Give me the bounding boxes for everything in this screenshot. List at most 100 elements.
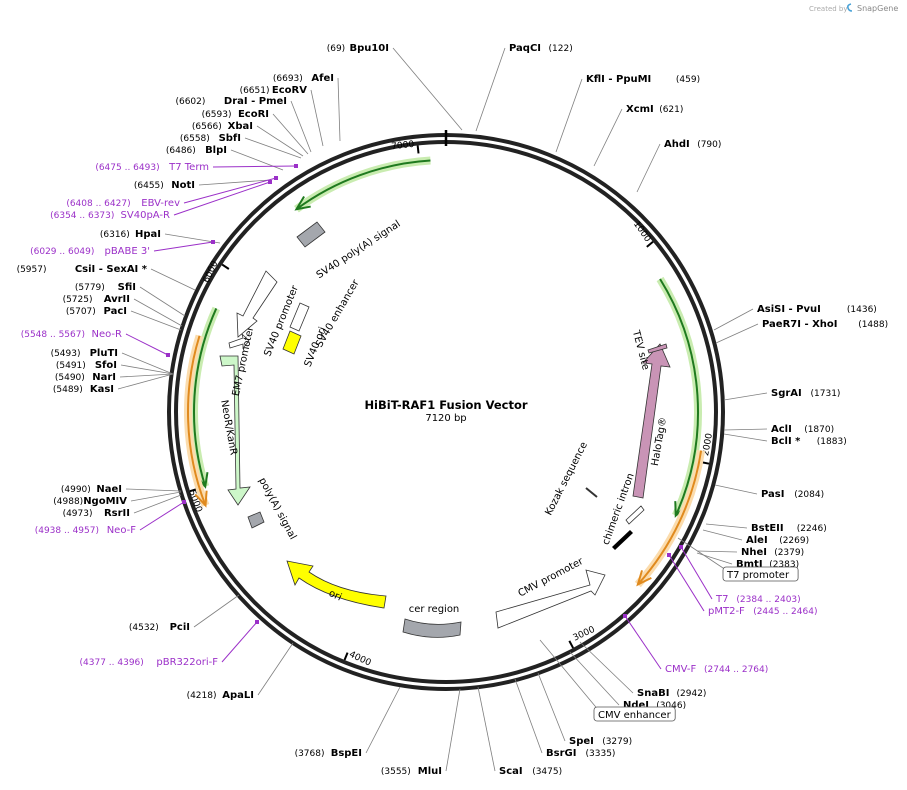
site-pos-paci: (5707) [66, 307, 96, 317]
site-pos-pasi: (2084) [794, 490, 824, 500]
primer-mark-cmv-f [623, 614, 627, 618]
site-pos-naei: (4990) [61, 485, 91, 495]
polya-signal-label: poly(A) signal [256, 476, 298, 542]
leader-line-kasi [117, 373, 174, 390]
leader-line-acli [723, 428, 768, 431]
primer-leader-neo-r [125, 333, 169, 356]
leader-line-kfli-ppumi [555, 78, 583, 153]
leader-line-ecori [272, 113, 309, 155]
cer-region-label: cer region [409, 604, 460, 615]
site-name-avrii: AvrII [104, 294, 130, 305]
site-name-drai-pmei: DraI - PmeI [224, 96, 287, 107]
leader-line-alei [702, 529, 743, 541]
chimeric-intron-mark [625, 505, 645, 525]
site-pos-nhei: (2379) [774, 548, 804, 558]
site-pos-csii-sexai: (5957) [17, 265, 47, 275]
site-name-alei: AleI [746, 535, 768, 546]
site-pos-ahdi: (790) [697, 140, 721, 150]
primer-name-neo-f: Neo-F [107, 525, 137, 536]
tev-site-mark [647, 343, 668, 354]
site-name-sfoi: SfoI [95, 360, 117, 371]
tick-mark [416, 145, 420, 154]
sv40-ori-bar [282, 330, 302, 355]
sv40-polya-label: SV40 poly(A) signal [315, 219, 403, 281]
site-name-mlui: MluI [418, 766, 442, 777]
site-pos-blpi: (6486) [166, 146, 196, 156]
site-name-asisi-pvui: AsiSI - PvuI [757, 304, 821, 315]
leader-line-paer7i-xhoi [715, 323, 759, 344]
leader-line-nari [119, 373, 174, 378]
site-name-pluti: PluTI [90, 348, 118, 359]
feature-arc [659, 278, 699, 516]
cer-region-bar [402, 618, 462, 638]
site-pos-bpu10i: (69) [327, 44, 345, 54]
site-name-sfii: SfiI [118, 282, 136, 293]
leader-line-nhei [696, 550, 738, 553]
site-name-nari: NarI [92, 372, 116, 383]
site-pos-spei: (3279) [602, 737, 632, 747]
primer-mark-sv40pa-r [268, 180, 272, 184]
site-name-xbai: XbaI [228, 121, 253, 132]
primer-leader-t7-term [212, 165, 297, 168]
site-pos-ecori: (6593) [202, 110, 232, 120]
site-name-pasi: PasI [761, 489, 784, 500]
site-pos-bcli: (1883) [817, 437, 847, 447]
site-name-bspei: BspEI [331, 748, 362, 759]
site-pos-asisi-pvui: (1436) [847, 305, 877, 315]
credit-brand: SnapGene [857, 4, 898, 13]
site-pos-ecorv: (6651) [240, 86, 270, 96]
site-name-bmti: BmtI [736, 559, 763, 570]
leader-line-naei [125, 488, 182, 492]
leader-line-drai-pmei [290, 100, 312, 153]
primer-range-t7: (2384 .. 2403) [736, 595, 800, 605]
site-name-paci: PacI [104, 306, 127, 317]
leader-line-noti [198, 179, 271, 186]
site-pos-paer7i-xhoi: (1488) [858, 320, 888, 330]
primer-range-ebv-rev: (6408 .. 6427) [66, 199, 130, 209]
site-name-hpai: HpaI [135, 229, 161, 240]
primer-name-pbabe-3: pBABE 3' [104, 246, 150, 257]
site-name-ngomiv: NgoMIV [83, 496, 127, 507]
leader-line-ndei [569, 651, 620, 706]
primer-range-pbr322ori-f: (4377 .. 4396) [80, 658, 144, 668]
leader-line-paci [130, 310, 182, 331]
leader-line-bpu10i [392, 47, 463, 131]
site-name-ecorv: EcoRV [272, 85, 307, 96]
credit-prefix: Created by [809, 5, 848, 13]
primer-name-ebv-rev: EBV-rev [141, 198, 180, 209]
site-pos-acli: (1870) [804, 425, 834, 435]
feature-arc [187, 335, 207, 506]
leader-line-scai [477, 686, 496, 772]
sv40-promoter-arrow [236, 270, 278, 338]
boxed-frame-t7-promoter [722, 566, 799, 582]
leader-line-paqci [475, 47, 506, 132]
snapgene-logo-icon [847, 3, 853, 12]
primer-mark-pbr322ori-f [255, 620, 259, 624]
primer-name-sv40pa-r: SV40pA-R [121, 210, 170, 221]
primer-leader-ebv-rev [183, 177, 277, 204]
site-name-xcmi: XcmI [626, 104, 654, 115]
leader-line-avrii [133, 298, 183, 327]
primer-name-neo-r: Neo-R [92, 329, 123, 340]
primer-leader-cmv-f [624, 615, 662, 670]
site-name-paqci: PaqCI [509, 43, 541, 54]
site-pos-bmti: (2383) [769, 560, 799, 570]
site-name-ahdi: AhdI [664, 139, 690, 150]
site-pos-xbai: (6566) [192, 122, 222, 132]
cmv-promoter-arrow [495, 569, 606, 629]
feature-arc [193, 308, 218, 487]
site-pos-ngomiv: (4988) [53, 497, 83, 507]
site-name-bsteii: BstEII [751, 523, 784, 534]
leader-line-bcli [723, 433, 768, 442]
site-pos-snabi: (2942) [677, 689, 707, 699]
primer-mark-ebv-rev [274, 176, 278, 180]
leader-line-sbfi [244, 137, 302, 159]
primer-leader-pmt2-f [668, 554, 705, 612]
site-name-kasi: KasI [90, 384, 114, 395]
site-name-spei: SpeI [569, 736, 594, 747]
primer-mark-pbabe-3 [211, 240, 215, 244]
site-name-bpu10i: Bpu10I [349, 43, 389, 54]
primer-range-neo-f: (4938 .. 4957) [35, 526, 99, 536]
site-name-nhei: NheI [741, 547, 767, 558]
